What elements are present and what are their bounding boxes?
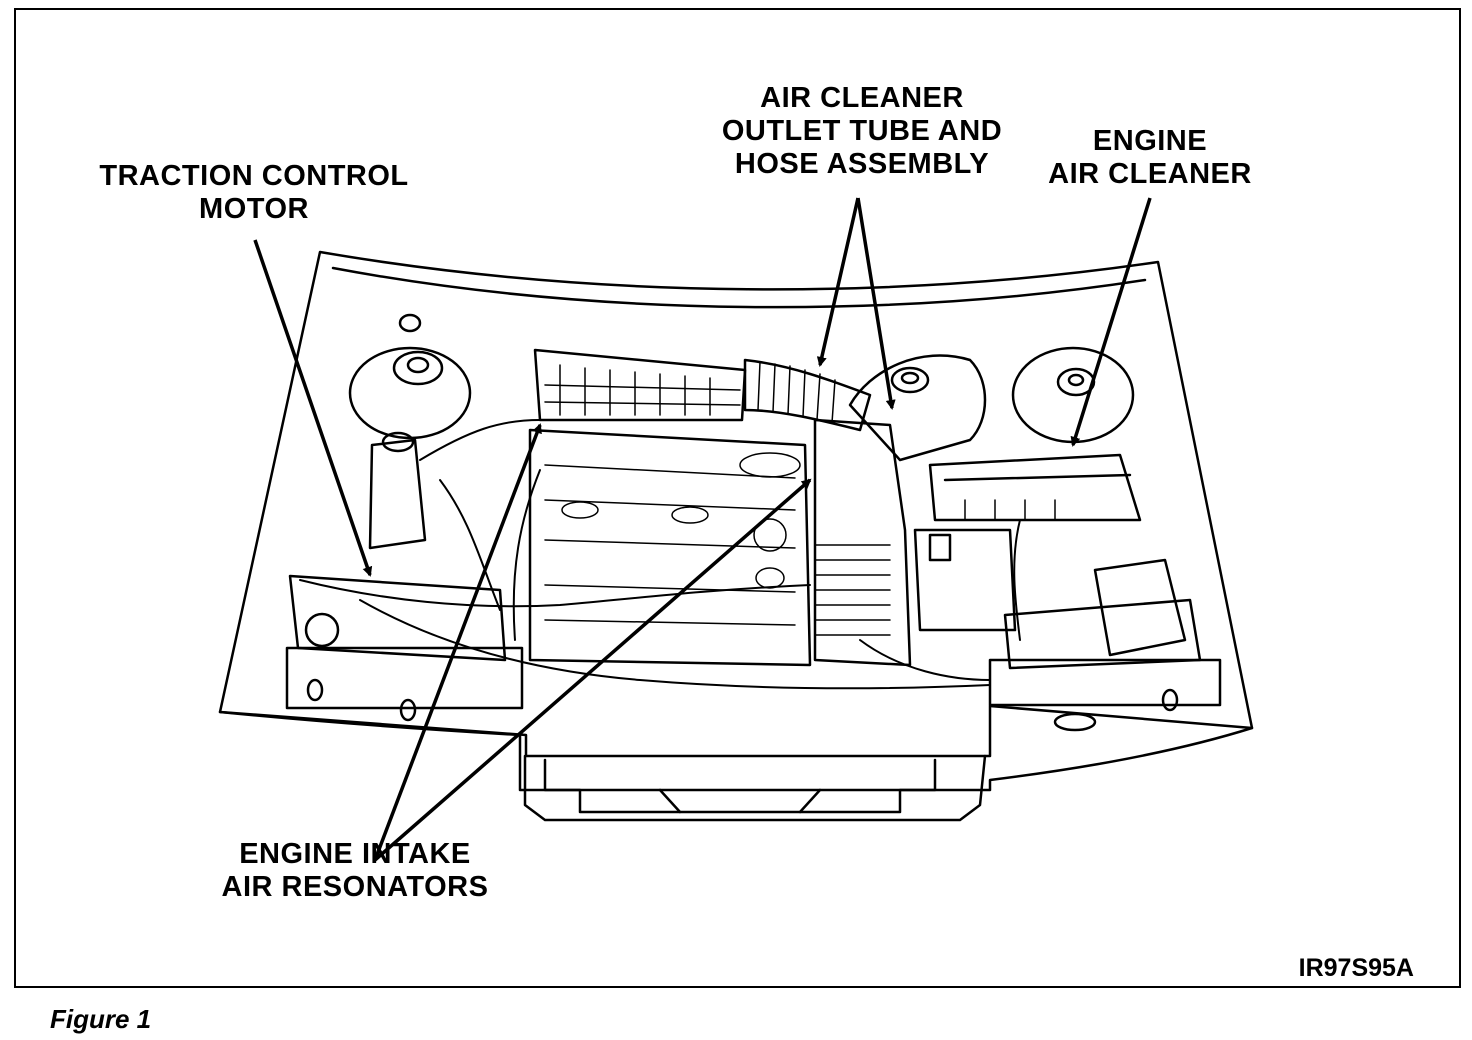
air-cleaner-outlet-tube <box>743 358 872 432</box>
front-bumper <box>218 704 1254 758</box>
leader-outlet-tube-left <box>816 197 860 367</box>
hood-outline <box>218 250 1254 792</box>
engine-air-cleaner-box <box>928 453 1142 522</box>
figure-code: IR97S95A <box>1298 954 1414 982</box>
label-line: OUTLET TUBE AND <box>721 115 1003 147</box>
label-line: HOSE ASSEMBLY <box>734 148 990 180</box>
leader-engine-air-cleaner <box>1070 197 1152 447</box>
label-engine-intake-air-resonators: ENGINE INTAKE AIR RESONATORS <box>200 838 510 904</box>
diagram-frame <box>14 8 1461 988</box>
figure-caption: Figure 1 <box>50 1004 152 1034</box>
inner-hood-edge <box>331 266 1147 309</box>
battery <box>913 528 1017 632</box>
leader-resonator-2 <box>373 478 812 862</box>
leader-traction-control-motor <box>253 239 373 577</box>
label-air-cleaner-outlet-tube: AIR CLEANER OUTLET TUBE AND HOSE ASSEMBL… <box>712 82 1012 181</box>
intake-manifold <box>533 348 747 422</box>
label-line: MOTOR <box>199 193 309 225</box>
label-line: AIR CLEANER <box>760 82 964 114</box>
lower-valance <box>523 754 987 822</box>
label-traction-control-motor: TRACTION CONTROL MOTOR <box>84 160 424 226</box>
leader-resonator-1 <box>373 423 542 861</box>
label-line: ENGINE <box>1092 125 1208 157</box>
label-line: TRACTION CONTROL <box>99 160 409 192</box>
label-line: ENGINE INTAKE <box>239 838 471 870</box>
label-line: AIR CLEANER <box>1048 158 1252 190</box>
engine-block <box>528 428 812 667</box>
fuse-box <box>1093 558 1187 657</box>
label-engine-air-cleaner: ENGINE AIR CLEANER <box>1035 125 1265 191</box>
left-headlight <box>288 574 507 662</box>
coolant-reservoir <box>368 438 427 550</box>
leader-outlet-tube-right <box>856 197 896 410</box>
label-line: AIR RESONATORS <box>221 871 489 903</box>
